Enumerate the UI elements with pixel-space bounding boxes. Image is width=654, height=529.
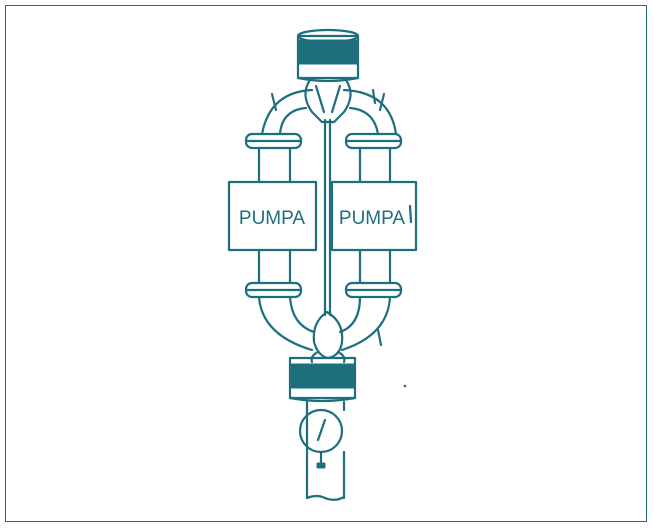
upper-pipes <box>260 88 398 136</box>
outlet-pipe <box>305 400 346 500</box>
top-coupling <box>296 28 360 83</box>
pump-left-label: PUMPA <box>239 208 305 229</box>
pump-right-label: PUMPA <box>339 208 405 229</box>
pump-left: PUMPA <box>227 180 318 252</box>
pump-right: PUMPA <box>330 180 418 252</box>
diagram-frame <box>5 5 647 522</box>
central-rod <box>323 118 332 317</box>
top-collector <box>304 78 352 124</box>
lower-pipes <box>257 295 392 352</box>
pressure-gauge-icon <box>298 408 344 469</box>
bottom-coupling <box>288 356 357 403</box>
lower-flanges <box>244 281 403 299</box>
upper-flanges <box>244 132 403 150</box>
